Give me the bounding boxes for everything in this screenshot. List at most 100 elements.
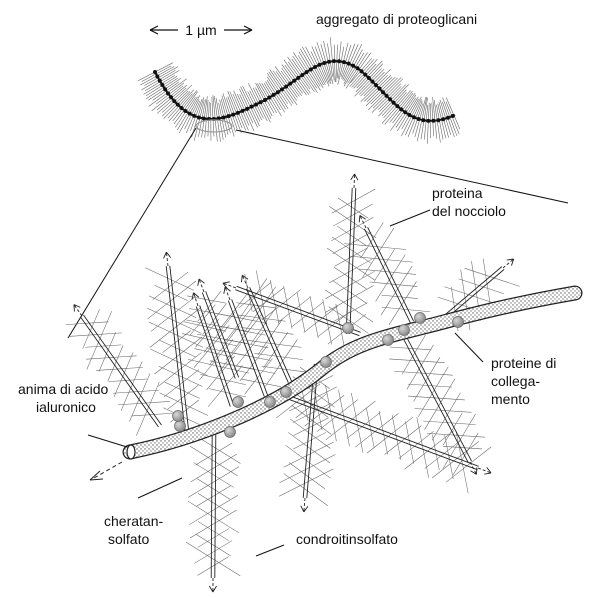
glycosaminoglycan-chain bbox=[284, 473, 328, 505]
glycosaminoglycan-chain bbox=[326, 401, 376, 440]
link-protein-globule bbox=[453, 317, 464, 328]
aggregate-link-dot bbox=[254, 102, 258, 106]
aggregate-link-dot bbox=[395, 104, 399, 108]
aggregate-link-dot bbox=[378, 87, 382, 91]
core-protein bbox=[236, 275, 307, 386]
glycosaminoglycan-chain bbox=[87, 311, 112, 369]
leader-link-protein bbox=[455, 333, 483, 362]
aggregate-link-dot bbox=[250, 105, 254, 109]
aggregate-link-dot bbox=[322, 61, 326, 65]
core-protein bbox=[389, 335, 485, 475]
glycosaminoglycan-chain bbox=[329, 206, 376, 237]
aggregate-link-dot bbox=[169, 95, 173, 99]
glycosaminoglycan-chain bbox=[194, 463, 234, 488]
aggregate-link-dot bbox=[163, 87, 167, 91]
aggregate-link-dot bbox=[392, 101, 396, 105]
glycosaminoglycan-chain bbox=[162, 330, 190, 352]
core-protein-edge bbox=[211, 433, 212, 578]
aggregate-link-dot bbox=[222, 115, 226, 119]
glycosaminoglycan-chain bbox=[289, 462, 325, 488]
label-core-protein-line1: proteina bbox=[432, 185, 483, 201]
aggregate-link-dot bbox=[347, 62, 351, 66]
core-protein-edge bbox=[286, 394, 479, 466]
aggregate-link-dot bbox=[300, 73, 304, 77]
glycosaminoglycan-chain bbox=[200, 374, 245, 384]
aggregate-link-dot bbox=[426, 119, 430, 123]
link-protein-globule bbox=[281, 387, 292, 398]
glycosaminoglycan-chain bbox=[331, 217, 373, 241]
label-link-protein-line1: proteine di bbox=[491, 355, 556, 371]
aggregate-link-dot bbox=[155, 74, 159, 78]
glycosaminoglycan-chain bbox=[164, 370, 199, 397]
scale-bar-label: 1 µm bbox=[185, 22, 216, 38]
glycosaminoglycan-chain bbox=[310, 296, 318, 338]
glycosaminoglycan-chain bbox=[334, 267, 366, 289]
glycosaminoglycan-chain bbox=[350, 256, 413, 262]
aggregate-link-dot bbox=[284, 85, 288, 89]
glycosaminoglycan-chain bbox=[335, 248, 368, 266]
aggregate-link-dot bbox=[296, 76, 300, 80]
aggregate-link-dot bbox=[172, 99, 176, 103]
magnified-region-marker bbox=[196, 120, 232, 132]
label-keratan-line1: cheratan- bbox=[104, 513, 163, 529]
label-core-protein-line2: del nocciolo bbox=[432, 203, 506, 219]
aggregate-link-dot bbox=[309, 67, 313, 71]
link-protein-globule bbox=[343, 323, 354, 334]
link-protein-globule bbox=[265, 397, 276, 408]
label-chondroitin: condroitinsolfato bbox=[296, 531, 398, 547]
glycosaminoglycan-chain bbox=[286, 445, 331, 478]
aggregate-link-dot bbox=[192, 114, 196, 118]
glycosaminoglycan-chain bbox=[217, 289, 251, 332]
glycosaminoglycan-chain bbox=[187, 296, 226, 303]
glycosaminoglycan-chain bbox=[151, 349, 208, 376]
glycosaminoglycan-chain bbox=[297, 292, 305, 331]
glycosaminoglycan-chain bbox=[114, 352, 133, 397]
label-link-protein-line2: collega- bbox=[491, 373, 540, 389]
glycosaminoglycan-chain bbox=[317, 399, 358, 431]
glycosaminoglycan-chain bbox=[224, 339, 268, 348]
aggregate-link-dot bbox=[158, 79, 162, 83]
glycosaminoglycan-chain bbox=[66, 322, 109, 325]
link-protein-globule bbox=[415, 313, 426, 324]
glycosaminoglycan-chain bbox=[108, 345, 123, 380]
aggregate-link-dot bbox=[288, 82, 292, 86]
aggregate-link-dot bbox=[327, 60, 331, 64]
glycosaminoglycan-chain bbox=[136, 382, 159, 436]
glycosaminoglycan-chain bbox=[423, 421, 476, 425]
glycosaminoglycan-chain bbox=[159, 340, 196, 357]
aggregate-link-dot bbox=[441, 117, 445, 121]
hyaluronic-continuation bbox=[94, 462, 122, 478]
glycosaminoglycan-chain bbox=[186, 542, 240, 576]
glycosaminoglycan-chain bbox=[389, 359, 445, 363]
aggregate-link-dot bbox=[179, 106, 183, 110]
glycosaminoglycan-chain bbox=[118, 401, 170, 404]
glycosaminoglycan-chain bbox=[366, 408, 374, 448]
glycosaminoglycan-chain bbox=[432, 435, 439, 470]
aggregate-link-dot bbox=[412, 115, 416, 119]
scale-bar: 1 µm bbox=[150, 22, 252, 38]
link-protein-globule bbox=[225, 427, 236, 438]
zoom-line-right bbox=[236, 130, 568, 203]
core-protein-edge bbox=[215, 433, 216, 578]
glycosaminoglycan-chain bbox=[190, 446, 238, 476]
glycosaminoglycan-chain bbox=[258, 319, 282, 355]
proteoglycan-aggregate-overview bbox=[138, 37, 460, 143]
glycosaminoglycan-chain bbox=[240, 345, 268, 381]
aggregate-bristle bbox=[372, 84, 401, 113]
glycosaminoglycan-chain bbox=[325, 286, 373, 313]
aggregate-link-dot bbox=[176, 103, 180, 107]
aggregate-link-dot bbox=[263, 98, 267, 102]
glycosaminoglycan-chain bbox=[83, 309, 100, 348]
glycosaminoglycan-chain bbox=[245, 359, 273, 395]
glycosaminoglycan-chain bbox=[191, 454, 237, 482]
aggregate-link-dot bbox=[367, 76, 371, 80]
glycosaminoglycan-chain bbox=[86, 356, 136, 359]
aggregate-link-dot bbox=[236, 111, 240, 115]
aggregate-link-dot bbox=[153, 70, 157, 74]
glycosaminoglycan-chain bbox=[194, 541, 232, 564]
zoom-line-left bbox=[68, 128, 196, 338]
glycosaminoglycan-chain bbox=[253, 288, 284, 312]
aggregate-bristle bbox=[248, 83, 267, 121]
glycosaminoglycan-chain bbox=[329, 259, 372, 283]
glycosaminoglycan-chain bbox=[168, 385, 199, 409]
